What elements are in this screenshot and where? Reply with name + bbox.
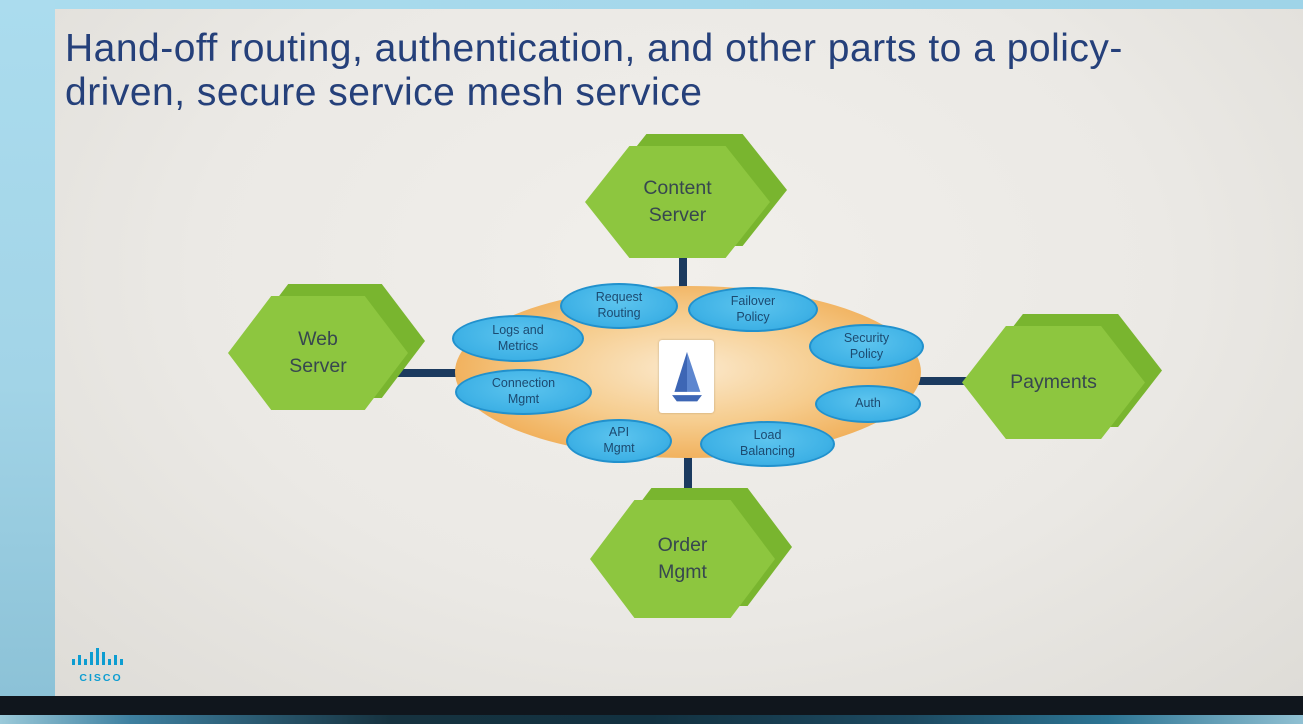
istio-logo xyxy=(659,340,714,413)
hexagon-front-layer xyxy=(228,296,408,410)
capability-label: Load Balancing xyxy=(740,428,795,458)
istio-sail-icon xyxy=(671,351,702,401)
capability-label: Failover Policy xyxy=(730,293,776,324)
capability-oval: Auth xyxy=(815,385,921,423)
capability-label: Logs and Metrics xyxy=(492,322,544,353)
hexagon-front-layer xyxy=(590,500,775,618)
connector-left xyxy=(396,369,460,377)
connector-top xyxy=(679,255,687,299)
photo-bottom-strip xyxy=(0,715,1303,724)
cisco-bars-icon xyxy=(72,648,123,665)
slide-title: Hand-off routing, authentication, and ot… xyxy=(65,27,1123,114)
hexagon-order-mgmt: Order Mgmt xyxy=(590,488,792,618)
photo-bottom-edge xyxy=(0,696,1303,724)
cisco-logo: CISCO xyxy=(66,648,136,684)
capability-oval: Failover Policy xyxy=(688,287,818,332)
capability-label: Auth xyxy=(855,396,881,411)
capability-label: Connection Mgmt xyxy=(491,376,556,406)
hexagon-front-layer xyxy=(962,326,1145,439)
photo-left-edge xyxy=(0,0,55,696)
hexagon-web-server: Web Server xyxy=(228,284,425,410)
capability-label: API Mgmt xyxy=(603,425,635,455)
capability-oval: Logs and Metrics xyxy=(452,315,584,362)
capability-oval: Load Balancing xyxy=(700,421,835,467)
connector-bottom xyxy=(684,450,692,504)
capability-oval: API Mgmt xyxy=(566,419,672,463)
capability-oval: Security Policy xyxy=(809,324,924,369)
hexagon-label: Content Server xyxy=(643,176,712,226)
hexagon-label: Order Mgmt xyxy=(657,533,708,583)
capability-oval: Request Routing xyxy=(560,283,678,329)
capability-oval: Connection Mgmt xyxy=(455,369,592,415)
cisco-wordmark: CISCO xyxy=(79,672,123,684)
capability-label: Request Routing xyxy=(595,290,643,320)
hexagon-front-layer xyxy=(585,146,770,258)
hexagon-content-server: Content Server xyxy=(585,134,787,258)
capability-label: Security Policy xyxy=(843,330,890,361)
photo-top-edge xyxy=(0,0,1303,9)
hexagon-payments: Payments xyxy=(962,314,1162,439)
hexagon-label: Web Server xyxy=(289,327,347,377)
hexagon-label: Payments xyxy=(1010,370,1097,393)
connector-right xyxy=(915,377,967,385)
